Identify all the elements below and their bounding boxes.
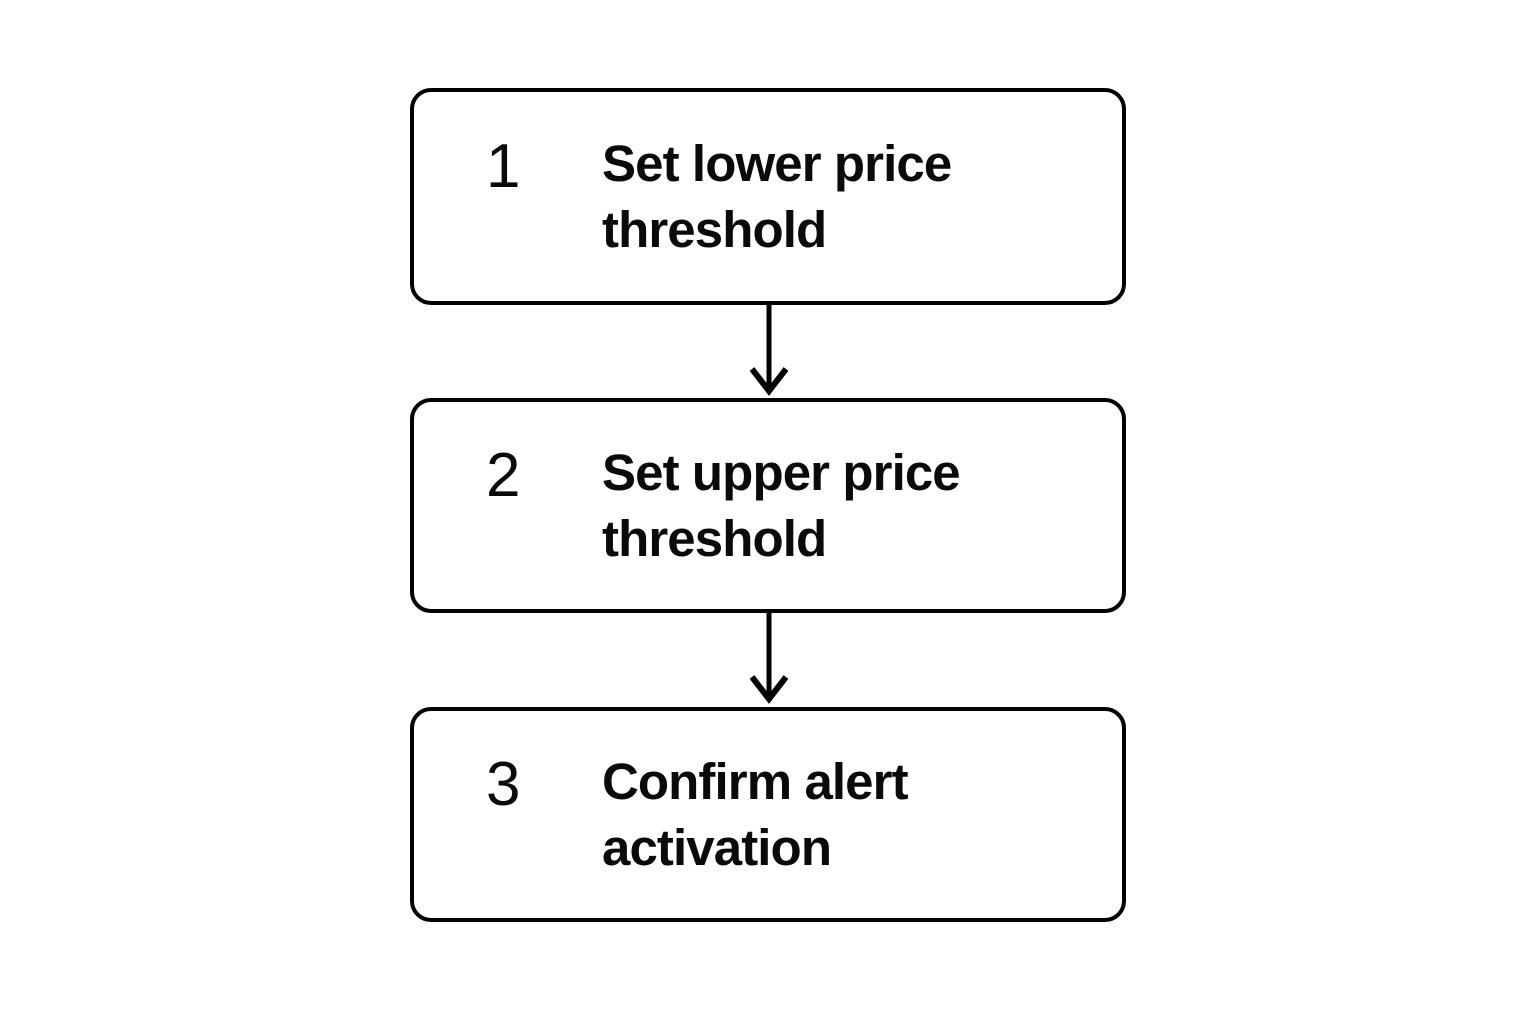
step-1-label: Set lower price threshold — [602, 135, 952, 258]
step-2-content: 2 Set upper price threshold — [414, 440, 1122, 571]
connector-step-2-to-step-3 — [741, 611, 797, 709]
down-arrow-icon — [749, 303, 789, 396]
step-3-content: 3 Confirm alert activation — [414, 749, 1122, 880]
step-2-number: 2 — [486, 441, 520, 511]
connector-step-1-to-step-2 — [741, 303, 797, 401]
step-2-label: Set upper price threshold — [602, 444, 961, 567]
flow-step-1[interactable]: 1 Set lower price threshold — [410, 88, 1126, 305]
flow-step-2[interactable]: 2 Set upper price threshold — [410, 398, 1126, 613]
step-1-content: 1 Set lower price threshold — [414, 131, 1122, 262]
step-3-label: Confirm alert activation — [602, 753, 909, 876]
step-3-number: 3 — [486, 750, 520, 820]
flow-step-3[interactable]: 3 Confirm alert activation — [410, 707, 1126, 922]
step-1-number: 1 — [486, 132, 520, 202]
down-arrow-icon — [749, 611, 789, 704]
